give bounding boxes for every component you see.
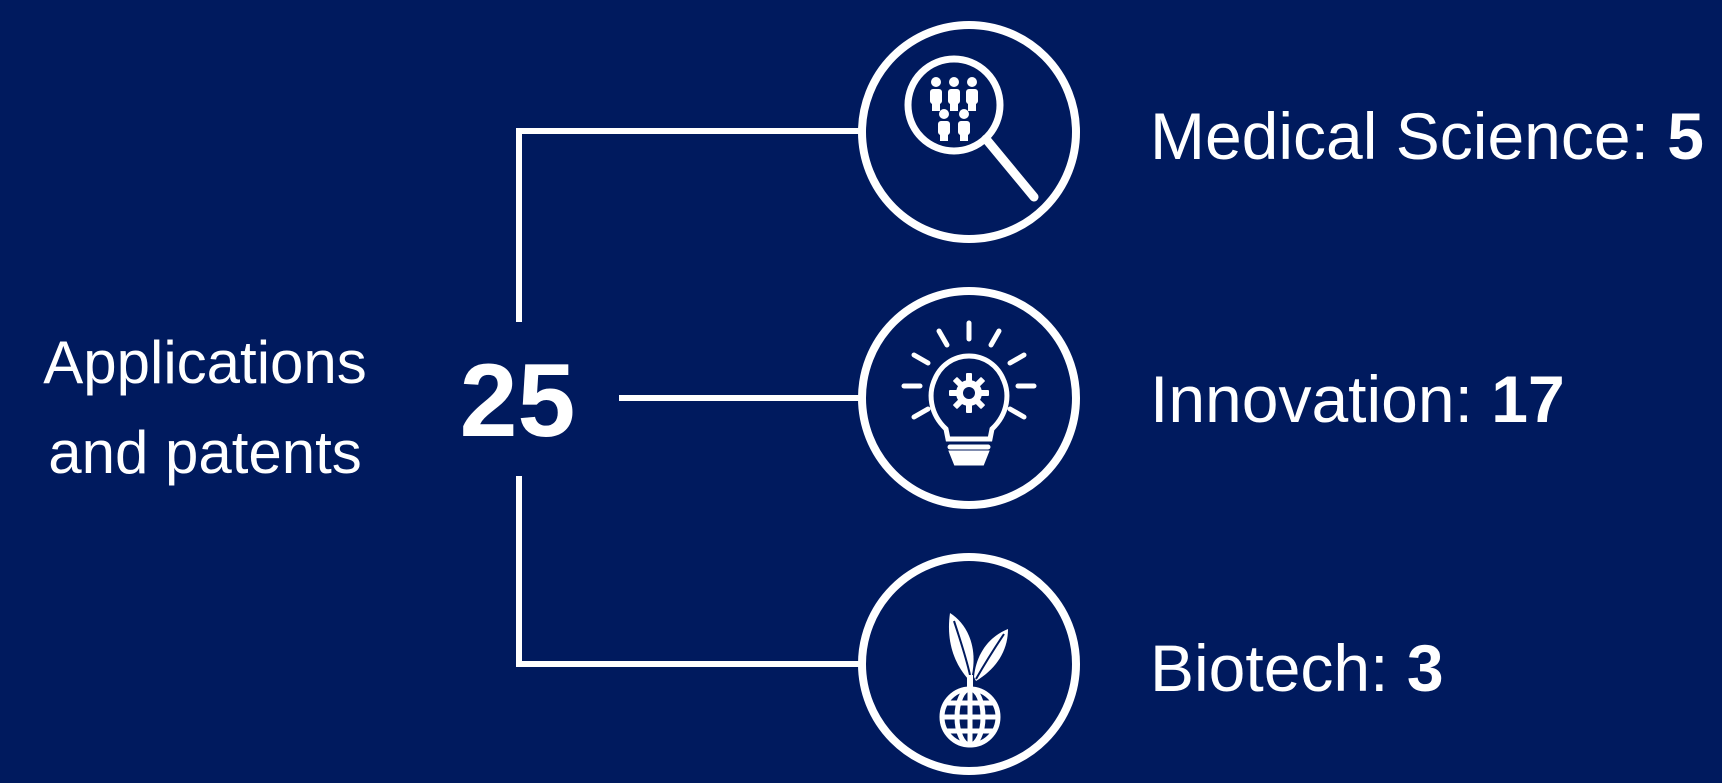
total-count: 25	[459, 343, 576, 459]
summary-label: Applications and patents	[10, 318, 400, 498]
connector-bottom	[516, 476, 860, 667]
category-biotech: Biotech: 3	[1150, 628, 1444, 708]
summary-label-line2: and patents	[48, 419, 362, 486]
category-count: 3	[1406, 631, 1444, 705]
category-medical-science: Medical Science: 5	[1150, 96, 1704, 176]
lightbulb-gear-icon	[901, 320, 1037, 466]
category-label: Medical Science:	[1150, 99, 1668, 173]
category-innovation: Innovation: 17	[1150, 359, 1565, 439]
category-label: Biotech:	[1150, 631, 1407, 705]
medical-science-icon-circle	[858, 21, 1080, 243]
summary-label-line1: Applications	[43, 329, 367, 396]
category-count: 17	[1491, 362, 1565, 436]
connector-top	[516, 128, 860, 322]
innovation-icon-circle	[858, 287, 1080, 509]
globe-sprout-icon	[939, 613, 1008, 748]
category-count: 5	[1667, 99, 1704, 173]
biotech-icon-circle	[858, 553, 1080, 775]
people-magnifier-icon	[904, 55, 1039, 202]
category-label: Innovation:	[1150, 362, 1492, 436]
